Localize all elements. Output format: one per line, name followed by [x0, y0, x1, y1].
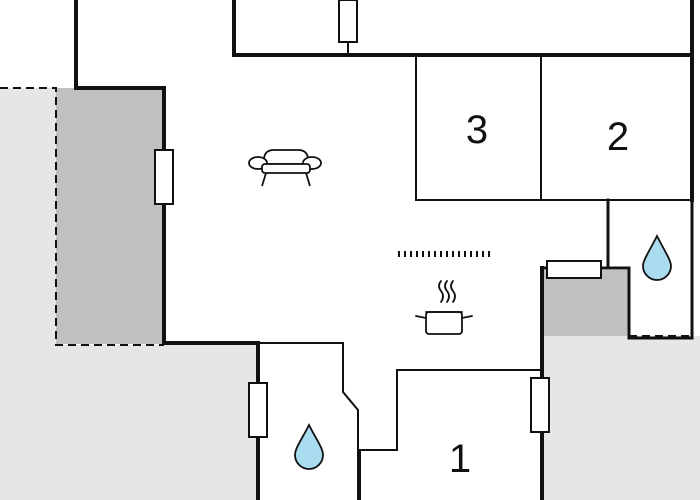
terrace-right-light: [542, 336, 700, 500]
wall-bathroom-right: [606, 198, 694, 340]
room-label-1: 1: [449, 437, 471, 481]
window-kitchen: [546, 260, 602, 279]
water-drop-icon: [294, 422, 324, 470]
wall-room1: [359, 369, 543, 500]
room-label-3: 3: [466, 108, 488, 152]
wall-bathroom-bottom: [257, 342, 359, 500]
window-bathroom-bottom: [248, 382, 268, 438]
water-drop-icon: [642, 233, 672, 281]
window-top: [338, 0, 358, 43]
outdoor-areas: [0, 87, 700, 500]
terrace-outline-dashed: [0, 87, 164, 346]
window-room1: [530, 377, 550, 433]
terrace-left-light: [0, 88, 258, 500]
windows: [154, 0, 602, 438]
wall-top-room: [232, 0, 694, 57]
wall-top-left: [74, 0, 260, 500]
room-label-2: 2: [607, 115, 629, 159]
terrace-right-dark: [542, 270, 629, 336]
window-left: [154, 149, 174, 205]
terrace-left-dark: [56, 88, 164, 344]
wall-bedrooms: [415, 54, 693, 201]
sofa-icon: [248, 149, 322, 187]
cooking-pot-icon: [415, 280, 473, 335]
